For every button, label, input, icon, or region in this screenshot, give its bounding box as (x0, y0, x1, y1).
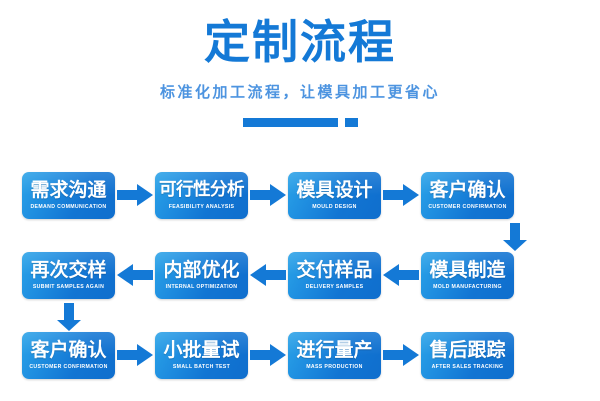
arrow-left-icon (115, 262, 155, 288)
node-title: 可行性分析 (159, 180, 245, 200)
node-subtitle: MOULD DESIGN (312, 204, 357, 210)
arrow-right-icon (248, 182, 288, 208)
node-subtitle: AFTER SALES TRACKING (431, 364, 504, 370)
arrow-right-icon (381, 182, 421, 208)
arrow-right-icon (248, 342, 288, 368)
node-title: 需求沟通 (30, 179, 107, 201)
divider-bar-icon (242, 118, 338, 127)
process-node-internal-optimization[interactable]: 内部优化 INTERNAL OPTIMIZATION (155, 251, 248, 299)
page-title: 定制流程 (204, 15, 396, 69)
arrow-right-icon (115, 342, 155, 368)
arrow-down-icon (57, 303, 83, 333)
process-row-1: 需求沟通 DEMAND COMMUNICATION 可行性分析 FEASIBIL… (0, 155, 600, 235)
title-divider (0, 118, 600, 127)
node-title: 内部优化 (163, 259, 240, 281)
node-subtitle: SUBMIT SAMPLES AGAIN (32, 284, 105, 290)
arrow-left-icon (381, 262, 421, 288)
arrow-right-icon (381, 342, 421, 368)
header: 定制流程 标准化加工流程，让模具加工更省心 (0, 0, 600, 127)
node-subtitle: MASS PRODUCTION (306, 364, 363, 370)
node-title: 再次交样 (30, 259, 107, 281)
process-node-small-batch-test[interactable]: 小批量试 SMALL BATCH TEST (155, 331, 248, 379)
node-title: 交付样品 (296, 259, 373, 281)
node-title: 模具制造 (429, 259, 506, 281)
process-node-mass-production[interactable]: 进行量产 MASS PRODUCTION (288, 331, 381, 379)
node-title: 客户确认 (30, 339, 107, 361)
process-node-demand-communication[interactable]: 需求沟通 DEMAND COMMUNICATION (22, 171, 115, 219)
node-subtitle: DELIVERY SAMPLES (305, 284, 364, 290)
node-subtitle: FEASIBILITY ANALYSIS (168, 204, 235, 210)
process-node-customer-confirmation-2[interactable]: 客户确认 CUSTOMER CONFIRMATION (22, 331, 115, 379)
node-subtitle: DEMAND COMMUNICATION (30, 204, 107, 210)
node-title: 进行量产 (296, 339, 373, 361)
node-subtitle: CUSTOMER CONFIRMATION (29, 364, 108, 370)
node-subtitle: MOLD MANUFACTURING (433, 284, 502, 290)
page-subtitle: 标准化加工流程，让模具加工更省心 (159, 83, 440, 101)
node-title: 客户确认 (429, 179, 506, 201)
process-node-customer-confirmation-1[interactable]: 客户确认 CUSTOMER CONFIRMATION (421, 171, 514, 219)
node-subtitle: INTERNAL OPTIMIZATION (165, 284, 238, 290)
node-subtitle: SMALL BATCH TEST (172, 364, 231, 370)
node-title: 模具设计 (296, 179, 373, 201)
process-node-after-sales-tracking[interactable]: 售后跟踪 AFTER SALES TRACKING (421, 331, 514, 379)
divider-dot-icon (344, 118, 358, 127)
process-row-2: 再次交样 SUBMIT SAMPLES AGAIN 内部优化 INTERNAL … (0, 223, 600, 315)
node-subtitle: CUSTOMER CONFIRMATION (428, 204, 507, 210)
process-node-delivery-samples[interactable]: 交付样品 DELIVERY SAMPLES (288, 251, 381, 299)
node-title: 小批量试 (163, 339, 240, 361)
process-node-feasibility-analysis[interactable]: 可行性分析 FEASIBILITY ANALYSIS (155, 171, 248, 219)
process-node-mold-manufacturing[interactable]: 模具制造 MOLD MANUFACTURING (421, 251, 514, 299)
arrow-down-icon (503, 223, 529, 253)
process-flow: 需求沟通 DEMAND COMMUNICATION 可行性分析 FEASIBIL… (0, 155, 600, 395)
process-node-submit-samples-again[interactable]: 再次交样 SUBMIT SAMPLES AGAIN (22, 251, 115, 299)
arrow-left-icon (248, 262, 288, 288)
process-row-3: 客户确认 CUSTOMER CONFIRMATION 小批量试 SMALL BA… (0, 303, 600, 395)
node-title: 售后跟踪 (429, 339, 506, 361)
arrow-right-icon (115, 182, 155, 208)
process-node-mould-design[interactable]: 模具设计 MOULD DESIGN (288, 171, 381, 219)
